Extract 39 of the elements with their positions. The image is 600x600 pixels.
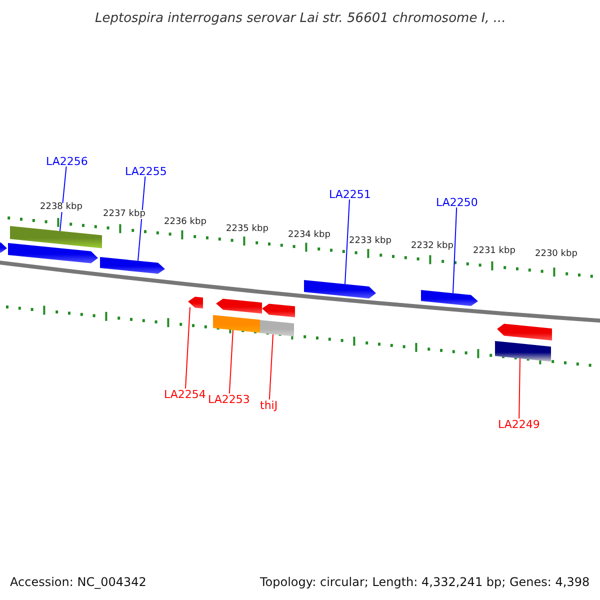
gene-label: thiJ: [260, 400, 278, 410]
gene-label: LA2251: [329, 188, 371, 200]
scale-label: 2232 kbp: [411, 242, 454, 250]
gene-feature: [497, 324, 552, 340]
leader-line: [228, 330, 234, 394]
gene-feature: [100, 257, 165, 274]
gene-feature: [304, 280, 376, 298]
gene-feature: [8, 243, 98, 264]
leader-line: [344, 199, 350, 285]
summary-text: Topology: circular; Length: 4,332,241 bp; Genes: 4,398: [260, 576, 590, 588]
scale-label: 2235 kbp: [226, 224, 268, 234]
leader-line: [518, 358, 520, 419]
gene-label: LA2255: [125, 166, 167, 176]
leader-line: [138, 176, 146, 262]
title: Leptospira interrogans serovar Lai str. 56601 chromosome I, ...: [95, 12, 506, 24]
gene-feature: [421, 290, 478, 306]
gene-label: LA2256: [46, 156, 88, 166]
gene-feature: [262, 304, 295, 318]
leader-line: [185, 306, 190, 389]
feature-bar: [495, 341, 551, 362]
gene-feature: [188, 296, 203, 308]
accession-text: Accession: NC_004342: [10, 576, 146, 588]
scale-label: 2238 kbp: [40, 202, 82, 212]
gene-label: LA2254: [164, 388, 206, 400]
scale-label: 2231 kbp: [473, 246, 516, 256]
gene-label: LA2249: [498, 418, 540, 430]
scale-label: 2230 kbp: [535, 250, 578, 258]
feature-bar: [213, 315, 260, 333]
feature-bar: [10, 226, 102, 248]
feature-bar: [260, 320, 294, 336]
scale-label: 2233 kbp: [349, 236, 392, 246]
leader-line: [452, 207, 458, 294]
scale-label: 2236 kbp: [164, 218, 206, 226]
leader-line: [268, 334, 274, 400]
gene-feature: [216, 298, 262, 314]
scale-label: 2237 kbp: [103, 210, 146, 218]
scale-label: 2234 kbp: [288, 230, 330, 240]
gene-label: LA2250: [436, 196, 478, 208]
gene-label: LA2253: [208, 394, 250, 404]
